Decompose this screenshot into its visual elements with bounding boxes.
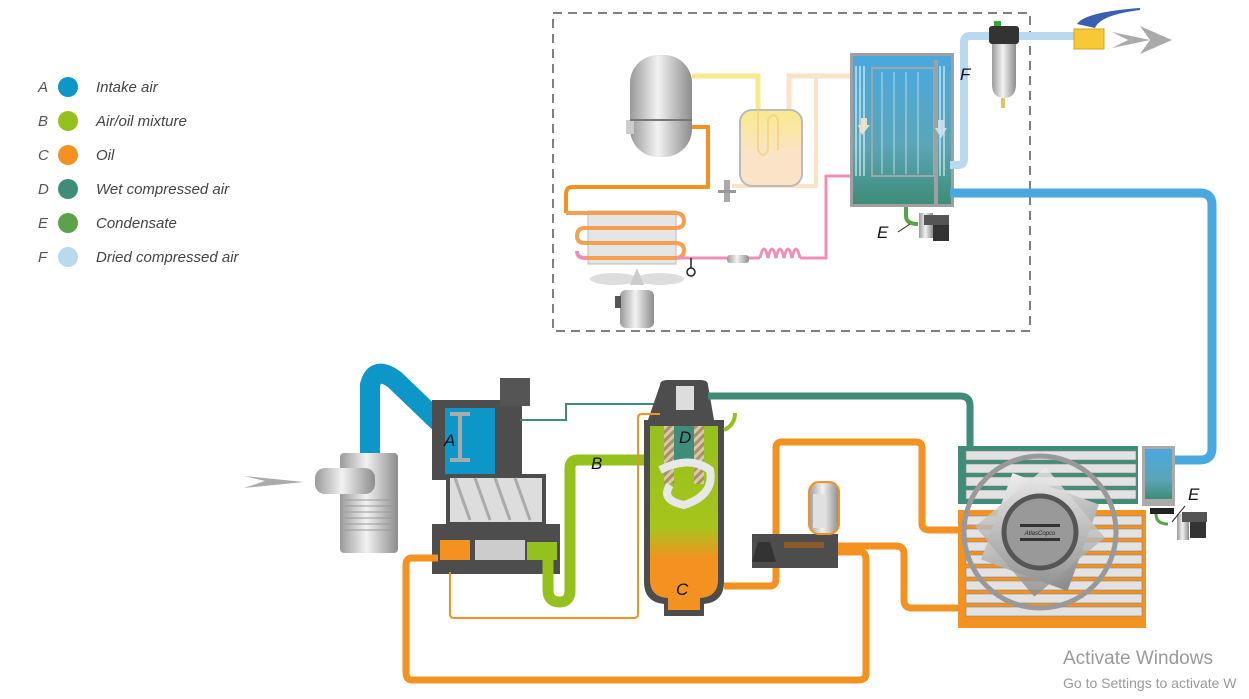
watermark-title: Activate Windows xyxy=(1063,648,1213,669)
filter-drier-icon xyxy=(727,255,749,263)
legend-item-air-oil-mixture: B Air/oil mixture xyxy=(38,111,187,131)
expansion-valve-icon xyxy=(718,180,736,202)
activation-watermark: Activate Windows Go to Settings to activ… xyxy=(1063,648,1237,691)
legend-item-condensate: E Condensate xyxy=(38,213,177,233)
pressure-switch-icon xyxy=(686,267,696,277)
legend-swatch xyxy=(58,111,78,131)
drain-valve-icon-dryer xyxy=(919,213,949,241)
outlet-ball-valve-icon xyxy=(1073,8,1140,50)
cooling-fan-icon: AtlasCopco xyxy=(961,453,1119,611)
legend-swatch xyxy=(58,247,78,267)
label-c: C xyxy=(676,580,689,599)
watermark-subtitle: Go to Settings to activate W xyxy=(1063,675,1237,691)
label-e-cooler: E xyxy=(1188,485,1200,504)
legend-item-oil: C Oil xyxy=(38,145,115,165)
thermostatic-valve xyxy=(752,534,838,568)
evaporator-vessel xyxy=(739,109,803,187)
label-e-dryer: E xyxy=(877,223,889,242)
condenser-coil xyxy=(566,210,687,265)
legend-swatch xyxy=(58,213,78,233)
legend-swatch xyxy=(58,179,78,199)
oil-separator-vessel xyxy=(644,380,724,616)
label-b: B xyxy=(591,454,602,473)
compressor-element xyxy=(432,378,560,574)
oil-circuit xyxy=(402,413,960,684)
refrigerant-receiver-tank xyxy=(630,55,692,157)
intake-arrow-icon xyxy=(244,476,304,488)
label-f: F xyxy=(960,65,972,84)
oil-filter-icon xyxy=(808,481,840,535)
legend-swatch xyxy=(58,77,78,97)
legend-item-wet-compressed-air: D Wet compressed air xyxy=(38,179,230,199)
label-d: D xyxy=(679,428,691,447)
legend: A Intake air B Air/oil mixture C Oil D W… xyxy=(38,70,239,274)
brand-logo: AtlasCopco xyxy=(1024,531,1056,537)
refrigerant-circuit xyxy=(564,55,852,328)
intake-filter xyxy=(315,453,398,553)
condenser-fan-icon xyxy=(590,268,684,328)
legend-item-intake-air: A Intake air xyxy=(38,77,158,97)
legend-item-dried-compressed-air: F Dried compressed air xyxy=(38,247,239,267)
dryer-heat-exchanger xyxy=(850,53,954,207)
drain-valve-icon-cooler xyxy=(1150,508,1207,540)
label-a: A xyxy=(443,431,455,450)
legend-swatch xyxy=(58,145,78,165)
dryer-boundary xyxy=(552,12,1031,332)
outlet-arrow-icon xyxy=(1112,26,1172,54)
line-filter-icon xyxy=(989,21,1019,108)
